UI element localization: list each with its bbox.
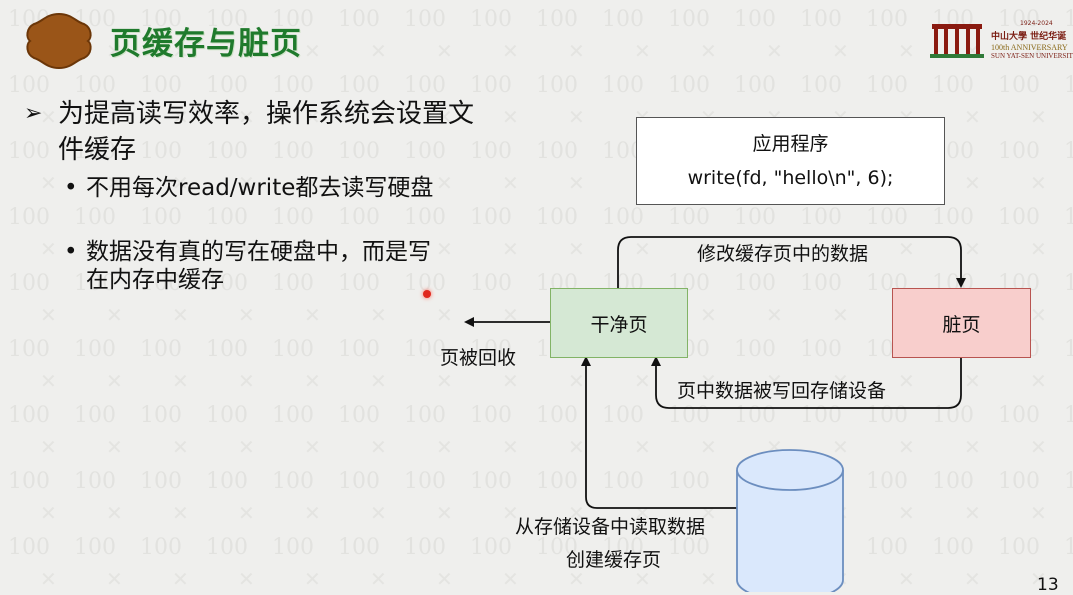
clean-page-box: 干净页 <box>550 288 688 358</box>
dirty-page-box: 脏页 <box>892 288 1031 358</box>
page-number: 13 <box>1037 575 1059 595</box>
application-title: 应用程序 <box>752 133 829 155</box>
sub-bullet: • 不用每次read/write都去读写硬盘 <box>64 174 446 202</box>
edge-writeback-arrow <box>651 356 962 409</box>
application-box: 应用程序 write(fd, "hello\n", 6); <box>636 117 945 205</box>
edge-modify-label: 修改缓存页中的数据 <box>697 243 869 265</box>
title-badge-icon <box>24 12 94 74</box>
logo-name-cn: 中山大學 世纪华诞 <box>991 32 1067 42</box>
logo-years: 1924-2024 <box>1020 20 1053 27</box>
edge-read-arrow <box>581 356 737 509</box>
university-logo: 1924-2024 中山大學 世纪华诞 100th ANNIVERSARY SU… <box>928 18 1073 64</box>
sub-bullet-text: 数据没有真的写在硬盘中，而是写在内存中缓存 <box>86 239 431 293</box>
slide-title: 页缓存与脏页 <box>110 26 302 62</box>
main-bullet-text: 为提高读写效率，操作系统会设置文件缓存 <box>58 99 475 165</box>
edge-read-label-line1: 从存储设备中读取数据 <box>515 516 706 538</box>
dot-bullet-icon: • <box>64 175 78 201</box>
dot-bullet-icon: • <box>64 239 78 265</box>
storage-cylinder-icon <box>736 449 844 592</box>
logo-name-en: SUN YAT-SEN UNIVERSITY <box>991 52 1073 60</box>
laser-pointer <box>423 290 431 298</box>
edge-writeback-label: 页中数据被写回存储设备 <box>677 380 887 402</box>
logo-anniversary: 100th ANNIVERSARY <box>991 43 1068 52</box>
sub-bullet: • 数据没有真的写在硬盘中，而是写在内存中缓存 <box>64 238 446 294</box>
edge-read-label-line2: 创建缓存页 <box>566 549 662 571</box>
application-code: write(fd, "hello\n", 6); <box>687 167 894 189</box>
edge-reclaim-label: 页被回收 <box>440 347 517 369</box>
edge-modify-arrow <box>617 236 966 288</box>
university-gate-icon <box>930 24 984 58</box>
sub-bullet-text: 不用每次read/write都去读写硬盘 <box>86 175 434 201</box>
main-bullet: ➢ 为提高读写效率，操作系统会设置文件缓存 <box>24 96 488 168</box>
arrow-bullet-icon: ➢ <box>24 101 43 126</box>
